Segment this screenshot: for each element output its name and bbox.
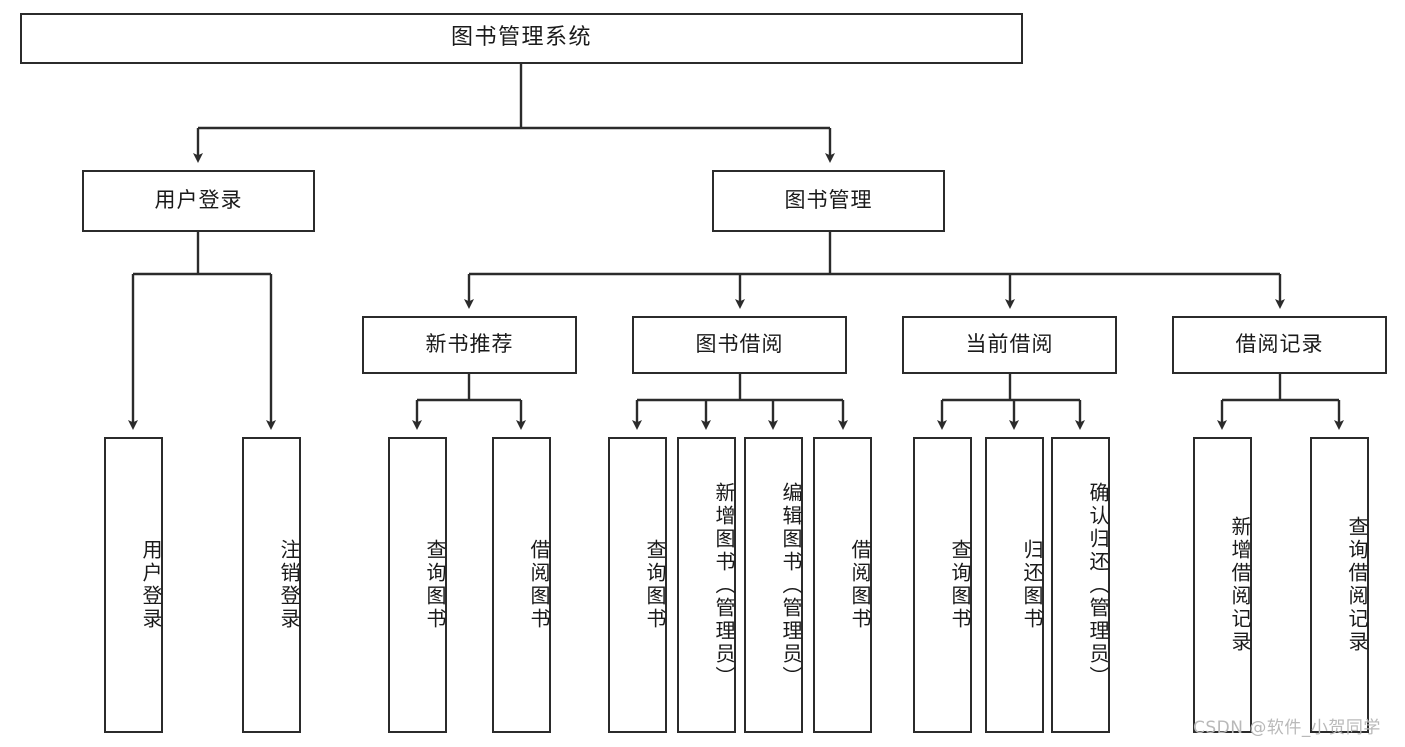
- node-leaf-return-book[interactable]: 归还图书: [985, 437, 1044, 733]
- node-label: 借阅图书: [848, 539, 872, 631]
- node-current-borrow[interactable]: 当前借阅: [902, 316, 1117, 374]
- node-label: 注销登录: [277, 539, 301, 631]
- node-leaf-query-book-2[interactable]: 查询图书: [608, 437, 667, 733]
- node-label: 确认归还（管理员）: [1086, 481, 1110, 689]
- node-leaf-query-book-1[interactable]: 查询图书: [388, 437, 447, 733]
- node-leaf-add-book[interactable]: 新增图书（管理员）: [677, 437, 736, 733]
- node-new-book-rec[interactable]: 新书推荐: [362, 316, 577, 374]
- node-label: 新增图书（管理员）: [712, 481, 736, 689]
- node-label: 用户登录: [154, 188, 243, 213]
- node-label: 用户登录: [139, 539, 163, 631]
- node-label: 图书管理系统: [450, 25, 592, 51]
- node-label: 归还图书: [1020, 539, 1044, 631]
- node-label: 新增借阅记录: [1228, 516, 1252, 654]
- node-label: 查询借阅记录: [1345, 516, 1369, 654]
- node-label: 借阅图书: [527, 539, 551, 631]
- node-leaf-borrow-book-2[interactable]: 借阅图书: [813, 437, 872, 733]
- node-leaf-query-record[interactable]: 查询借阅记录: [1310, 437, 1369, 733]
- node-leaf-edit-book[interactable]: 编辑图书（管理员）: [744, 437, 803, 733]
- node-borrow-record[interactable]: 借阅记录: [1172, 316, 1387, 374]
- node-book-borrow[interactable]: 图书借阅: [632, 316, 847, 374]
- node-leaf-borrow-book-1[interactable]: 借阅图书: [492, 437, 551, 733]
- node-leaf-confirm-return[interactable]: 确认归还（管理员）: [1051, 437, 1110, 733]
- node-root[interactable]: 图书管理系统: [20, 13, 1023, 64]
- node-label: 图书借阅: [695, 332, 784, 357]
- node-label: 查询图书: [643, 539, 667, 631]
- node-label: 新书推荐: [425, 332, 514, 357]
- node-label: 图书管理: [784, 188, 873, 213]
- node-leaf-logout[interactable]: 注销登录: [242, 437, 301, 733]
- node-user-login[interactable]: 用户登录: [82, 170, 315, 232]
- node-leaf-add-record[interactable]: 新增借阅记录: [1193, 437, 1252, 733]
- csdn-watermark: CSDN @软件_小贺同学: [1193, 718, 1381, 738]
- node-book-manage[interactable]: 图书管理: [712, 170, 945, 232]
- node-label: 查询图书: [423, 539, 447, 631]
- node-leaf-user-login[interactable]: 用户登录: [104, 437, 163, 733]
- node-label: 借阅记录: [1235, 332, 1324, 357]
- node-label: 当前借阅: [965, 332, 1054, 357]
- node-label: 编辑图书（管理员）: [779, 481, 803, 689]
- node-leaf-query-book-3[interactable]: 查询图书: [913, 437, 972, 733]
- node-label: 查询图书: [948, 539, 972, 631]
